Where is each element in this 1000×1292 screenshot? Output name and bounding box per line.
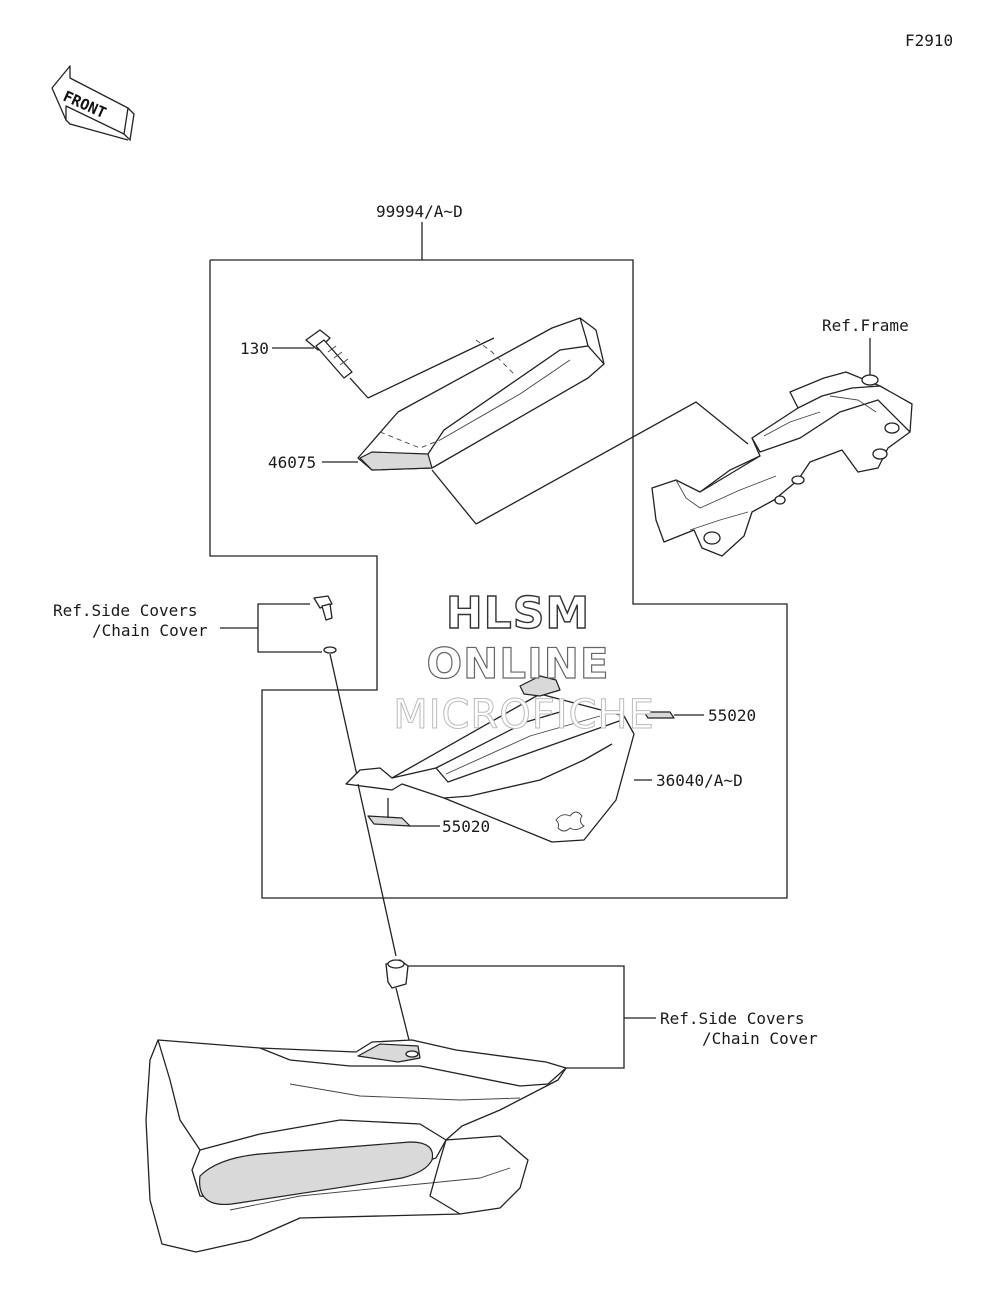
label-bolt-130: 130 bbox=[240, 339, 269, 358]
frame-reference bbox=[475, 338, 913, 557]
side-cover-reference bbox=[145, 1039, 567, 1253]
label-kit-99994: 99994/A~D bbox=[376, 202, 463, 221]
figure-code: F2910 bbox=[905, 31, 953, 50]
decal-55020-upper bbox=[643, 711, 704, 719]
bolt-130 bbox=[272, 329, 369, 399]
kit-bracket bbox=[209, 222, 788, 899]
label-ref-side-covers-1-line2: /Chain Cover bbox=[92, 621, 208, 640]
watermark-line1: HLSM bbox=[446, 588, 590, 639]
label-decal-lower: 55020 bbox=[442, 817, 490, 836]
label-decal-upper: 55020 bbox=[708, 706, 756, 725]
side-cover-ref-bracket-upper bbox=[220, 595, 359, 781]
guard-46075 bbox=[357, 317, 605, 525]
label-ref-side-covers-2-line2: /Chain Cover bbox=[702, 1029, 818, 1048]
label-ref-frame: Ref.Frame bbox=[822, 316, 909, 335]
label-ref-side-covers-1-line1: Ref.Side Covers bbox=[53, 601, 198, 620]
cover-36040 bbox=[345, 675, 635, 957]
side-cover-ref-bracket-lower bbox=[385, 959, 656, 1069]
label-cover-36040: 36040/A~D bbox=[656, 771, 743, 790]
label-guard-46075: 46075 bbox=[268, 453, 316, 472]
watermark-line2: ONLINE bbox=[426, 639, 609, 688]
front-arrow-icon: FRONT bbox=[51, 65, 135, 142]
decal-55020-lower bbox=[367, 798, 440, 827]
label-ref-side-covers-2-line1: Ref.Side Covers bbox=[660, 1009, 805, 1028]
watermark: HLSM ONLINE MICROFICHE bbox=[393, 587, 655, 738]
watermark-line3: MICROFICHE bbox=[393, 692, 655, 738]
